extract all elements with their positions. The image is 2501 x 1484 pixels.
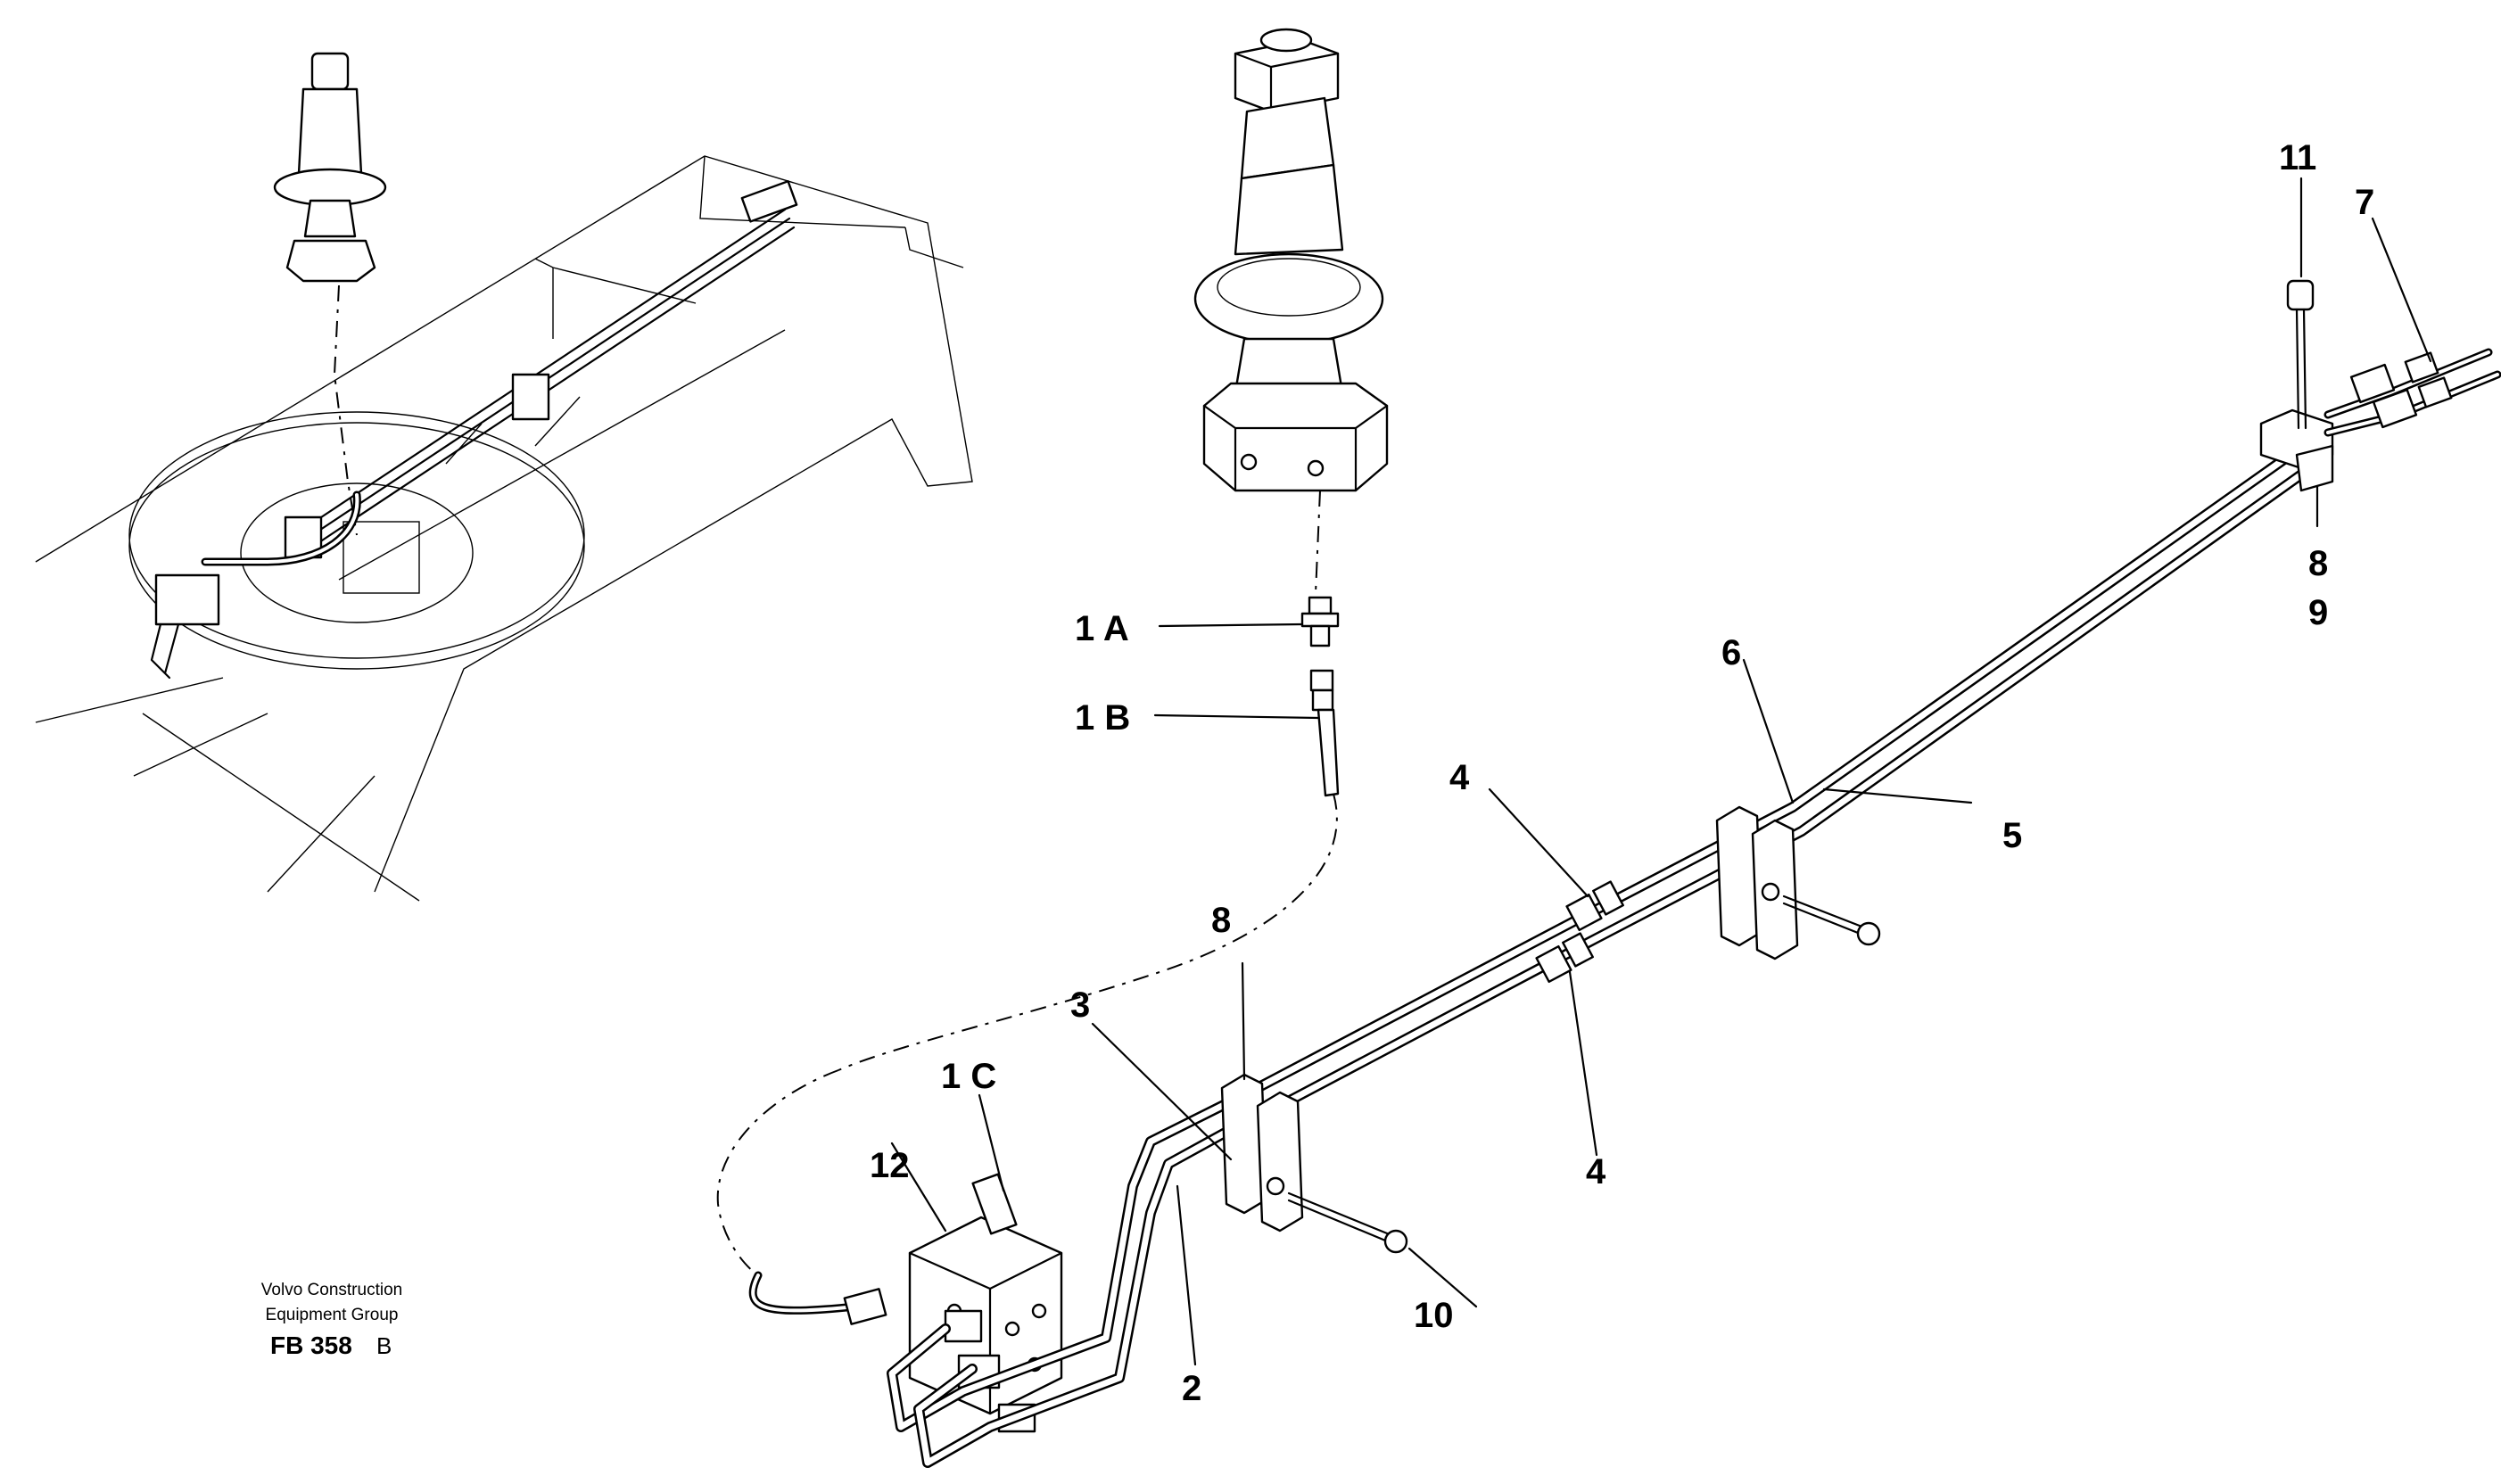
callout-8-left: 8 — [1211, 901, 1231, 940]
callout-11: 11 — [2279, 138, 2316, 177]
callout-labels: 1 A 1 B 1 C 2 3 4 4 5 6 7 8 8 9 10 11 12 — [870, 138, 2374, 1408]
pedal-valve-icon — [1193, 28, 1389, 492]
overview-sketch — [35, 52, 973, 902]
callout-1c: 1 C — [941, 1057, 996, 1096]
pipe-clamp-right-icon — [2259, 408, 2334, 492]
callout-12: 12 — [870, 1146, 910, 1185]
fitting-1b-icon — [1309, 669, 1340, 797]
callout-8-right: 8 — [2308, 544, 2328, 583]
callout-4-lower: 4 — [1586, 1152, 1606, 1191]
callout-5: 5 — [2002, 816, 2022, 855]
callout-2: 2 — [1182, 1369, 1201, 1408]
callout-4-upper: 4 — [1449, 758, 1470, 797]
drawing-revision: B — [376, 1332, 392, 1359]
callout-6: 6 — [1721, 633, 1741, 672]
coupling-4-lower-icon — [1535, 932, 1594, 984]
pipe-clamp-left-icon — [1220, 1073, 1304, 1233]
bolt-11-icon — [2286, 279, 2315, 430]
credit-block: Volvo Construction Equipment Group FB 35… — [261, 1281, 402, 1359]
leader-lines — [890, 177, 2432, 1366]
fitting-1a-icon — [1300, 596, 1340, 647]
callout-1b: 1 B — [1075, 698, 1130, 738]
pipe-clamp-mid-icon — [1715, 805, 1799, 960]
callout-9: 9 — [2308, 593, 2328, 632]
pipe-2-3 — [887, 1087, 1263, 1468]
callout-3: 3 — [1070, 985, 1090, 1025]
coupling-4-upper-icon — [1565, 880, 1624, 932]
company-name-line2: Equipment Group — [266, 1306, 399, 1324]
callout-7: 7 — [2355, 183, 2374, 222]
drawing-code: FB 358 — [270, 1331, 352, 1359]
callout-10: 10 — [1414, 1296, 1454, 1335]
pipe-5-6 — [1243, 445, 2315, 1122]
hose-7-icon — [2324, 348, 2501, 437]
callout-1a: 1 A — [1075, 609, 1129, 648]
bolt-mid-icon — [1782, 895, 1881, 946]
bolt-10-icon — [1287, 1191, 1408, 1254]
overview-pedal-icon — [273, 52, 387, 283]
company-name-line1: Volvo Construction — [261, 1281, 402, 1299]
